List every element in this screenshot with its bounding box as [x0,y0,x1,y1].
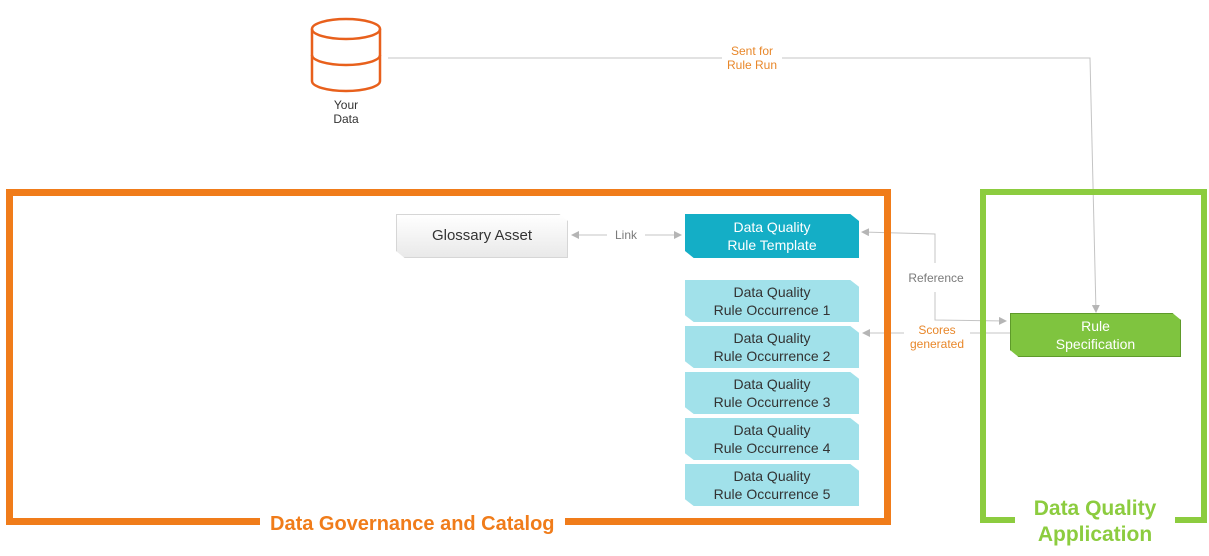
rule-occurrence-line2: Rule Occurrence 4 [713,440,831,456]
sent-label-line1: Sent for [730,44,774,58]
rule-occurrence-line2: Rule Occurrence 2 [713,348,831,364]
scores-label-line1: Scores [918,323,956,337]
scores-label-line2: generated [909,337,965,351]
sent-for-rule-run-connector [388,57,1100,313]
rule-specification-node[interactable]: Rule Specification [1010,313,1181,357]
governance-title: Data Governance and Catalog [260,509,565,539]
sent-for-rule-run-label: Sent for Rule Run [722,44,782,72]
rule-template-line2: Rule Template [727,237,817,253]
rule-occurrence-line1: Data Quality [733,376,811,392]
rule-occurrence-line2: Rule Occurrence 3 [713,394,831,410]
database-icon [310,17,382,93]
link-label: Link [614,228,637,242]
scores-generated-label: Scores generated [904,323,970,351]
rule-occurrence-node-1[interactable]: Data Quality Rule Occurrence 1 [685,280,859,322]
rule-spec-line2: Specification [1055,336,1136,352]
your-data-label-line1: Your [333,98,359,112]
rule-occurrence-line1: Data Quality [733,468,811,484]
glossary-asset-label: Glossary Asset [431,227,533,244]
dq-title-line1: Data Quality [1033,497,1157,520]
dq-application-title: Data Quality Application [1015,496,1175,550]
your-data-label: Your Data [316,98,376,126]
your-data-label-line2: Data [333,112,359,126]
rule-occurrence-node-2[interactable]: Data Quality Rule Occurrence 2 [685,326,859,368]
rule-occurrence-node-4[interactable]: Data Quality Rule Occurrence 4 [685,418,859,460]
reference-label: Reference [904,271,968,285]
rule-occurrence-line2: Rule Occurrence 5 [713,486,831,502]
rule-template-line1: Data Quality [733,219,811,235]
rule-template-node[interactable]: Data Quality Rule Template [685,214,859,258]
rule-occurrence-line1: Data Quality [733,422,811,438]
sent-label-line2: Rule Run [726,58,778,72]
dq-title-line2: Application [1037,523,1153,546]
glossary-asset-node[interactable]: Glossary Asset [396,214,568,258]
rule-spec-line1: Rule [1081,318,1110,334]
rule-occurrence-node-5[interactable]: Data Quality Rule Occurrence 5 [685,464,859,506]
rule-occurrence-line1: Data Quality [733,284,811,300]
rule-occurrence-line1: Data Quality [733,330,811,346]
rule-occurrence-line2: Rule Occurrence 1 [713,302,831,318]
rule-occurrence-node-3[interactable]: Data Quality Rule Occurrence 3 [685,372,859,414]
